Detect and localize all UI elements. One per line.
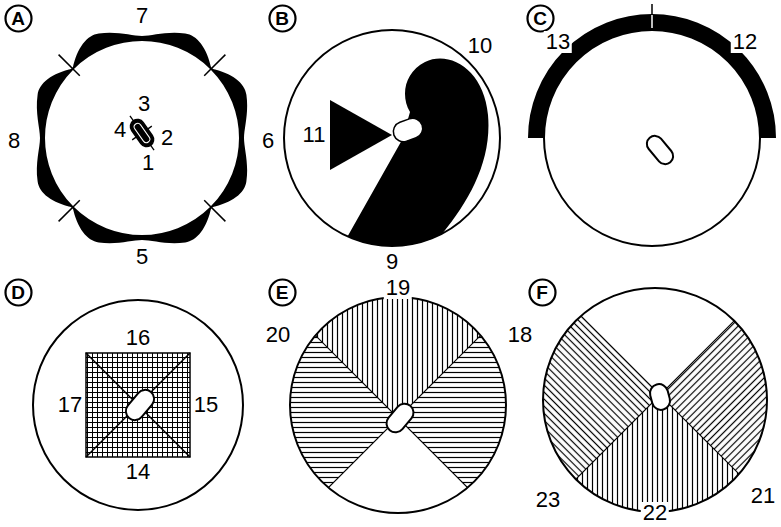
panel-circle — [290, 297, 506, 513]
callout-number: 9 — [384, 251, 400, 273]
tick-mark — [132, 136, 138, 140]
letter-circle — [5, 5, 31, 31]
letter-circle — [5, 279, 31, 305]
grain — [644, 133, 677, 168]
sector-line — [448, 183, 781, 527]
letter-circle — [269, 279, 295, 305]
tick-mark — [59, 200, 80, 221]
panel-circle — [44, 40, 240, 236]
callout-number: 22 — [641, 502, 669, 524]
callout-number: 7 — [134, 5, 150, 27]
panel-circle — [284, 30, 500, 246]
callout-number: 17 — [56, 394, 84, 416]
tick-mark — [149, 144, 154, 151]
callout-number: 3 — [136, 93, 152, 115]
panel-letter: A — [11, 9, 25, 28]
grain-inner — [133, 122, 151, 144]
panel-letter-circle: D — [4, 278, 33, 307]
hatched-sector — [448, 395, 781, 527]
panel-circle — [543, 288, 767, 512]
diagonal-line — [86, 353, 190, 457]
black-region — [348, 59, 489, 247]
letter-circle — [527, 5, 553, 31]
hatched-sector — [186, 206, 398, 527]
callout-number: 12 — [731, 31, 759, 53]
panel-letter-circle: A — [4, 4, 33, 33]
diagonal-line — [86, 353, 190, 457]
panel-c — [536, 4, 768, 246]
letter-circle — [269, 5, 295, 31]
tick-mark — [204, 55, 225, 76]
panel-letter-circle: F — [528, 278, 557, 307]
callout-number: 15 — [192, 394, 220, 416]
panel-letter-circle: B — [268, 4, 297, 33]
panel-letter-circle: C — [526, 4, 555, 33]
panel-circle — [33, 300, 243, 510]
tick-mark — [130, 116, 135, 123]
black-band — [536, 22, 768, 138]
sector-line — [186, 206, 610, 527]
callout-number: 8 — [6, 130, 22, 152]
panel-letter: F — [536, 283, 548, 302]
sector-line — [448, 183, 781, 527]
panel-letter: D — [11, 283, 25, 302]
panel-letter: C — [533, 9, 547, 28]
callout-number: 10 — [466, 35, 494, 57]
callout-number: 2 — [159, 127, 175, 149]
callout-number: 23 — [534, 489, 562, 511]
hatched-square — [86, 353, 190, 457]
callout-number: 21 — [749, 485, 777, 507]
panel-f — [448, 183, 781, 527]
tick-mark — [59, 55, 80, 76]
panel-letter: E — [276, 283, 289, 302]
callout-number: 6 — [260, 130, 276, 152]
callout-number: 1 — [140, 152, 156, 174]
panel-b — [284, 30, 500, 246]
panel-a — [37, 33, 247, 243]
grain — [383, 400, 417, 436]
panel-circle — [544, 30, 760, 246]
callout-number: 13 — [544, 31, 572, 53]
tick-mark — [651, 4, 653, 15]
grain — [648, 382, 672, 412]
panel-e — [186, 206, 610, 527]
panel-letter: B — [275, 9, 289, 28]
sectors — [448, 183, 781, 527]
callout-number: 16 — [124, 327, 152, 349]
callout-number: 5 — [134, 246, 150, 268]
tick-mark — [651, 15, 653, 28]
callout-number: 11 — [301, 124, 328, 146]
callout-number: 20 — [264, 324, 292, 346]
panel-letter-circle: E — [268, 278, 297, 307]
grain — [390, 115, 425, 144]
callout-number: 18 — [506, 324, 534, 346]
letter-circle — [529, 279, 555, 305]
sector-line — [186, 206, 610, 527]
tick-mark — [204, 200, 225, 221]
callout-number: 4 — [112, 119, 128, 141]
black-triangle — [330, 100, 392, 170]
tick-mark — [146, 126, 152, 130]
callout-number: 14 — [124, 461, 152, 483]
panel-d — [33, 300, 243, 510]
grain-body — [128, 117, 157, 150]
callout-number: 19 — [384, 277, 412, 299]
sectors — [186, 206, 610, 527]
grain — [122, 386, 158, 424]
